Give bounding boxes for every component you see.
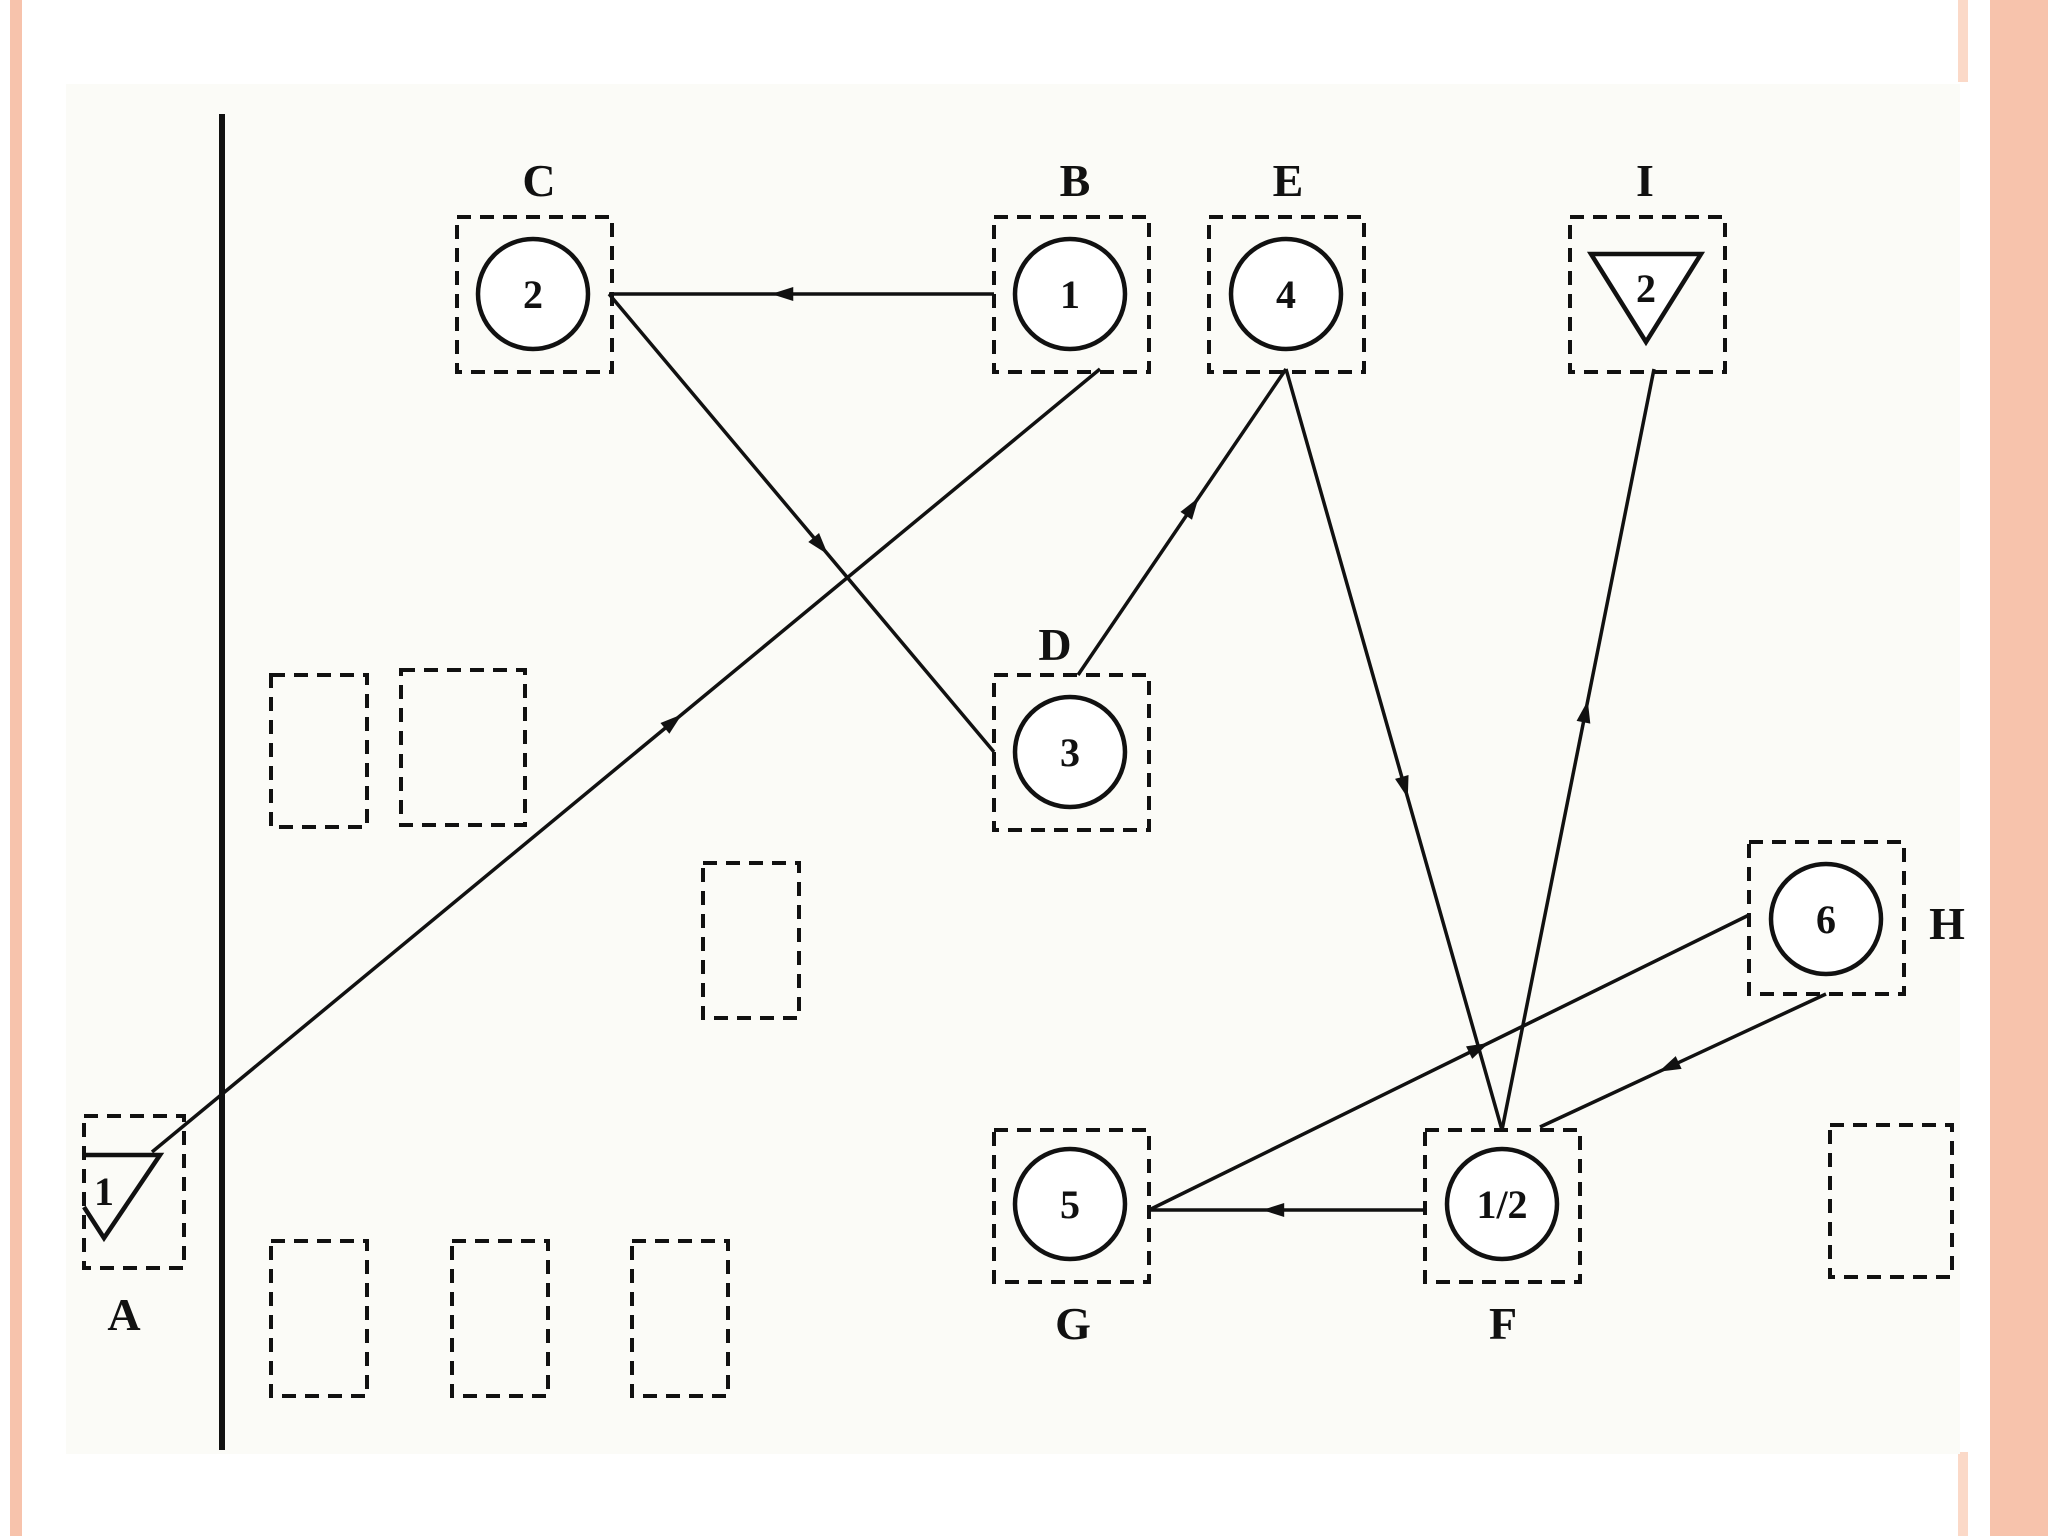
right-border-inner-stripe	[1958, 0, 1968, 82]
operation-circle	[1444, 1146, 1560, 1262]
operation-circle	[1012, 694, 1128, 810]
node-number: 1/2	[1476, 1182, 1527, 1227]
operation-circle	[1768, 861, 1884, 977]
edge-line	[1539, 992, 1827, 1129]
node-number: 2	[523, 272, 543, 317]
flow-edge-f-g	[1149, 1203, 1425, 1217]
node-label-a: A	[107, 1289, 140, 1340]
node-a: 1	[82, 1114, 186, 1270]
empty-station	[450, 1239, 550, 1398]
node-i: 2	[1568, 215, 1727, 374]
operation-circle	[1012, 236, 1128, 352]
station-box	[1568, 215, 1727, 374]
flow-edge-b-c	[609, 287, 994, 301]
empty-station	[399, 668, 527, 827]
node-label-i: I	[1636, 155, 1654, 206]
edge-arrowhead	[1262, 1203, 1285, 1217]
edge-arrowhead	[1180, 497, 1199, 520]
edge-line	[1500, 368, 1656, 1131]
edge-arrowhead	[1658, 1056, 1682, 1072]
station-box	[1747, 840, 1906, 996]
flow-edge-f-i	[1500, 368, 1656, 1131]
node-c: 2	[455, 215, 614, 374]
node-number: 4	[1276, 272, 1296, 317]
edge-arrowhead	[808, 532, 828, 555]
node-number: 6	[1816, 897, 1836, 942]
edge-line	[1148, 913, 1750, 1212]
station-box	[455, 215, 614, 374]
node-label-g: G	[1055, 1298, 1091, 1349]
edge-line	[607, 292, 996, 754]
node-d: 3	[992, 673, 1151, 832]
edge-arrowhead	[1395, 775, 1409, 799]
node-number: 1	[94, 1169, 114, 1214]
empty-station	[1828, 1123, 1954, 1279]
edge-arrowhead	[1576, 700, 1591, 724]
edge-arrowhead	[771, 287, 794, 301]
node-labels: C B E I D H G F A	[107, 155, 1965, 1349]
node-label-b: B	[1060, 155, 1091, 206]
storage-triangle	[1586, 251, 1706, 347]
empty-station	[701, 861, 801, 1020]
node-number: 2	[1636, 266, 1656, 311]
storage-triangle	[82, 1152, 165, 1243]
empty-station	[269, 1239, 369, 1398]
edge-line	[150, 367, 1102, 1154]
edge-line	[1076, 368, 1288, 676]
flow-nodes: 2 1 4 2 3 6 5 1/2 1	[82, 215, 1906, 1284]
station-box	[82, 1114, 186, 1270]
flow-edge-d-e	[1076, 368, 1288, 676]
flow-edge-c-d	[607, 292, 996, 754]
node-label-d: D	[1038, 619, 1071, 670]
node-f: 1/2	[1423, 1128, 1582, 1284]
station-box	[1207, 215, 1366, 374]
right-border-inner-stripe-bottom	[1958, 1452, 1968, 1536]
operation-circle	[1228, 236, 1344, 352]
station-box	[1423, 1128, 1582, 1284]
node-number: 3	[1060, 730, 1080, 775]
edge-arrowhead	[660, 714, 682, 734]
node-label-c: C	[522, 155, 555, 206]
node-b: 1	[992, 215, 1151, 374]
edge-arrowhead	[1466, 1042, 1489, 1059]
station-box	[992, 215, 1151, 374]
node-number: 1	[1060, 272, 1080, 317]
station-box	[992, 1128, 1151, 1284]
flow-edge-e-f	[1284, 368, 1504, 1131]
flow-edge-g-h	[1148, 913, 1750, 1212]
node-label-h: H	[1929, 898, 1965, 949]
node-number: 5	[1060, 1182, 1080, 1227]
node-e: 4	[1207, 215, 1366, 374]
flow-edges	[150, 287, 1827, 1217]
flow-edge-a-b	[150, 367, 1102, 1154]
operation-circle	[1012, 1146, 1128, 1262]
empty-station	[269, 673, 369, 829]
node-label-e: E	[1273, 155, 1304, 206]
empty-station	[630, 1239, 730, 1398]
right-border-band	[1990, 0, 2048, 1536]
empty-stations	[269, 668, 1954, 1398]
flow-edge-h-f	[1539, 992, 1827, 1129]
left-border-stripe	[10, 0, 22, 1536]
edge-line	[1284, 368, 1504, 1131]
node-label-f: F	[1489, 1298, 1517, 1349]
node-g: 5	[992, 1128, 1151, 1284]
operation-circle	[475, 236, 591, 352]
station-box	[992, 673, 1151, 832]
node-h: 6	[1747, 840, 1906, 996]
